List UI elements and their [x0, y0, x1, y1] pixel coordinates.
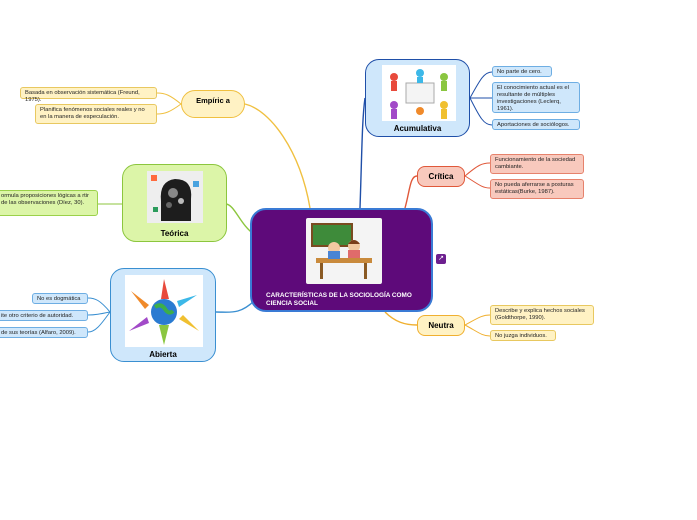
leaf-abierta-2[interactable]: ite otro criterio de autoridad. [0, 310, 88, 321]
leaf-abierta-3[interactable]: de sus teorías (Alfaro, 2009). [0, 327, 88, 338]
leaf-empirica-2[interactable]: Planifica fenómenos sociales reales y no… [35, 104, 157, 124]
leaf-empirica-1[interactable]: Basada en observación sistemática (Freun… [20, 87, 157, 103]
leaf-acumulativa-3[interactable]: Aportaciones de sociólogos. [492, 119, 580, 130]
leaf-critica-1[interactable]: Funcionamiento de la sociedad cambiante. [490, 154, 584, 174]
topic-abierta[interactable]: Abierta [110, 268, 216, 362]
topic-label: Acumulativa [393, 124, 442, 133]
leaf-critica-2[interactable]: No pueda aferrarse a posturas estáticas(… [490, 179, 584, 199]
topic-critica[interactable]: Crítica [417, 166, 465, 187]
leaf-acumulativa-1[interactable]: No parte de cero. [492, 66, 552, 77]
topic-empirica[interactable]: Empíric a [181, 90, 245, 118]
topic-teorica[interactable]: Teórica [122, 164, 227, 242]
central-title: CARACTERÍSTICAS DE LA SOCIOLOGÍA COMO CI… [266, 292, 412, 307]
topic-label: Abierta [149, 350, 177, 359]
external-link-icon[interactable]: ↗ [436, 254, 446, 264]
topic-label: Neutra [428, 321, 454, 330]
teorica-image [147, 171, 203, 223]
leaf-teorica-1[interactable]: ormula proposiciones lógicas a rtir de l… [0, 190, 98, 216]
leaf-neutra-1[interactable]: Describe y explica hechos sociales (Gold… [490, 305, 594, 325]
topic-label: Teórica [160, 229, 189, 238]
topic-acumulativa[interactable]: Acumulativa [365, 59, 470, 137]
topic-label: Crítica [428, 172, 454, 181]
topic-label: Empíric a [196, 96, 230, 105]
central-topic[interactable]: CARACTERÍSTICAS DE LA SOCIOLOGÍA COMO CI… [250, 208, 433, 312]
classroom-image [306, 218, 382, 284]
leaf-abierta-1[interactable]: No es dogmática [32, 293, 88, 304]
leaf-neutra-2[interactable]: No juzga individuos. [490, 330, 556, 341]
abierta-image [125, 275, 203, 347]
acumulativa-image [382, 65, 456, 121]
leaf-acumulativa-2[interactable]: El conocimiento actual es el resultante … [492, 82, 580, 113]
topic-neutra[interactable]: Neutra [417, 315, 465, 336]
